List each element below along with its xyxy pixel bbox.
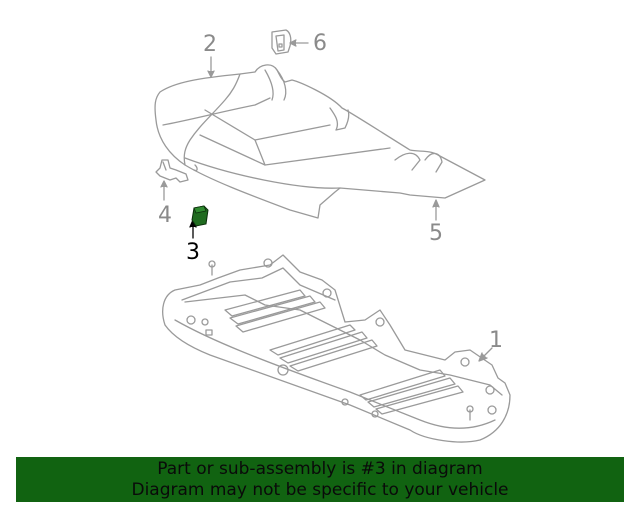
callout-label-4: 4 — [158, 203, 172, 228]
callout-label-2: 2 — [203, 32, 217, 57]
banner-line-disclaimer: Diagram may not be specific to your vehi… — [131, 480, 509, 500]
highlighted-part-3[interactable] — [191, 205, 209, 227]
callout-label-1: 1 — [489, 328, 503, 353]
callout-label-5: 5 — [429, 221, 443, 246]
info-banner: Part or sub-assembly is #3 in diagram Di… — [16, 457, 624, 502]
seat-cushion-part-2 — [154, 64, 486, 219]
clip-part-6 — [271, 29, 292, 55]
callout-label-6: 6 — [313, 31, 327, 56]
seat-frame-part-1 — [162, 254, 511, 443]
bracket-part-4 — [155, 159, 189, 183]
callout-label-3[interactable]: 3 — [186, 240, 200, 265]
banner-line-part-number: Part or sub-assembly is #3 in diagram — [157, 459, 483, 479]
